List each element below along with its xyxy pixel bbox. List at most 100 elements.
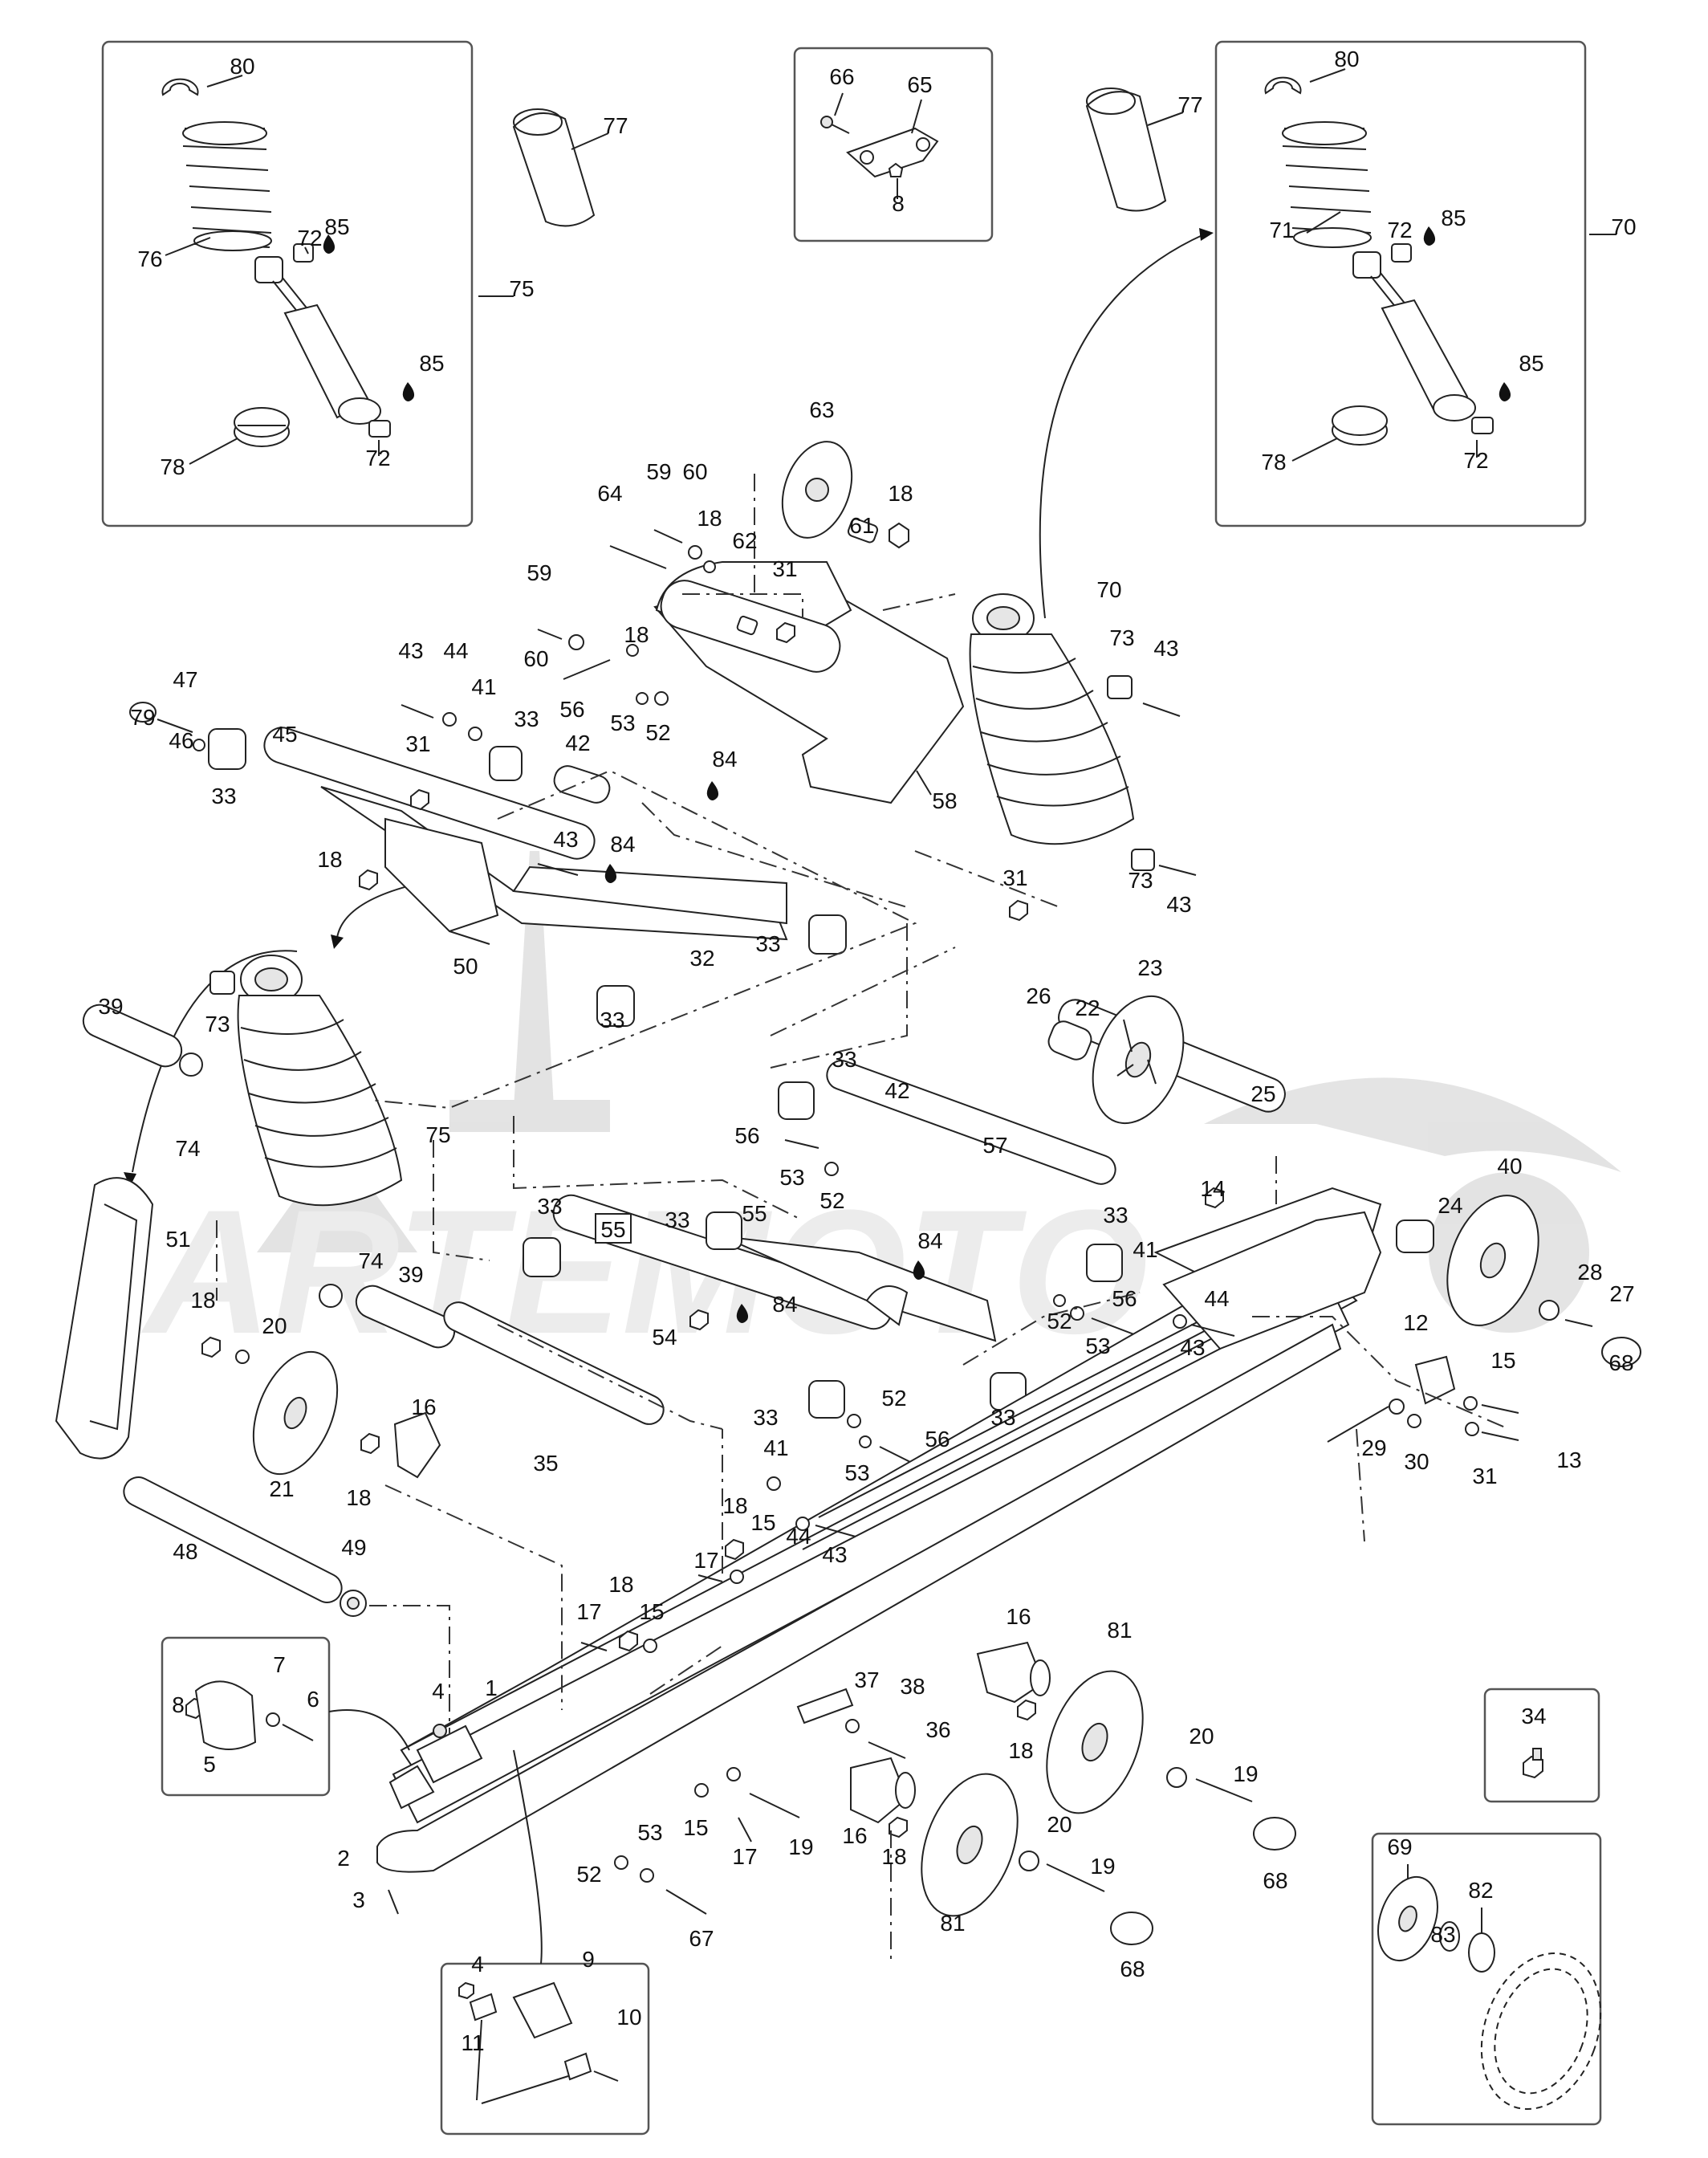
callout-65: 65 [907, 72, 932, 97]
callout-33: 33 [755, 931, 780, 956]
callout-11: 11 [461, 2030, 484, 2055]
callout-16: 16 [411, 1395, 436, 1419]
callout-53: 53 [610, 711, 635, 735]
callout-18: 18 [697, 506, 722, 531]
rear-plate [1162, 1187, 1434, 1350]
callout-25: 25 [1250, 1081, 1275, 1106]
inset-shock-assembly-75 [101, 40, 514, 527]
callout-43: 43 [822, 1542, 847, 1567]
callout-50: 50 [453, 954, 478, 979]
callout-31: 31 [405, 731, 430, 756]
callout-60: 60 [682, 459, 707, 484]
callout-1: 1 [485, 1676, 498, 1700]
callout-63: 63 [809, 397, 834, 422]
shock-75 [209, 955, 403, 1207]
callout-84: 84 [610, 832, 635, 857]
callout-16: 16 [842, 1823, 867, 1848]
callout-18: 18 [888, 481, 913, 506]
callout-77: 77 [1177, 92, 1202, 117]
callout-18: 18 [1008, 1738, 1033, 1763]
callout-72: 72 [1387, 218, 1412, 242]
inset-slider-9 [440, 1749, 650, 2136]
callout-62: 62 [732, 528, 757, 553]
callout-57: 57 [982, 1133, 1007, 1158]
callout-49: 49 [341, 1535, 366, 1560]
callout-74: 74 [358, 1248, 383, 1273]
callout-85: 85 [419, 351, 444, 376]
callout-45: 45 [272, 722, 297, 747]
callout-72: 72 [1463, 448, 1488, 473]
callout-4: 4 [471, 1952, 484, 1977]
tube-48 [123, 1476, 367, 1617]
callout-41: 41 [763, 1435, 788, 1460]
callout-42: 42 [565, 731, 590, 755]
callout-30: 30 [1404, 1449, 1429, 1474]
callout-18: 18 [190, 1288, 215, 1313]
callout-44: 44 [786, 1524, 811, 1549]
rear-arm-54 [523, 1060, 1139, 1468]
callout-12: 12 [1403, 1310, 1428, 1335]
callout-71: 71 [1269, 218, 1294, 242]
callout-16: 16 [1006, 1604, 1031, 1629]
callout-19: 19 [1233, 1761, 1258, 1786]
callout-56: 56 [559, 697, 584, 722]
callout-15: 15 [683, 1815, 708, 1840]
callout-33: 33 [1103, 1203, 1128, 1228]
callout-18: 18 [608, 1572, 633, 1597]
callout-33: 33 [665, 1207, 689, 1232]
callout-18: 18 [624, 622, 649, 647]
callout-84: 84 [712, 747, 737, 772]
block-12 [1327, 1355, 1519, 1443]
front-arm-32 [129, 702, 847, 1027]
callout-2: 2 [337, 1846, 350, 1871]
callout-8: 8 [172, 1692, 185, 1717]
callout-24: 24 [1438, 1193, 1462, 1218]
boxed-callout-55: 55 [595, 1213, 632, 1244]
callout-76: 76 [137, 246, 162, 271]
plate-hardware [537, 529, 795, 706]
callout-56: 56 [734, 1123, 759, 1148]
callout-80: 80 [230, 54, 254, 79]
inset-bumper-5 [161, 1636, 410, 1797]
callout-53: 53 [779, 1165, 804, 1190]
callout-80: 80 [1334, 47, 1359, 71]
slide-rail-1 [376, 1187, 1382, 1873]
callout-31: 31 [1472, 1464, 1497, 1488]
rear-axle-25 [1047, 995, 1286, 1125]
inset-fitting-34 [1483, 1688, 1600, 1803]
rail-hardware [580, 1476, 856, 1653]
callout-77: 77 [603, 113, 628, 138]
wheel-40 [1446, 1195, 1641, 1367]
callout-79: 79 [130, 705, 155, 730]
callout-59: 59 [646, 459, 671, 484]
callout-51: 51 [165, 1227, 190, 1252]
callout-41: 41 [1133, 1237, 1157, 1262]
callout-6: 6 [307, 1687, 319, 1712]
callout-18: 18 [881, 1844, 906, 1869]
callout-83: 83 [1430, 1922, 1455, 1947]
callout-42: 42 [885, 1078, 909, 1103]
callout-22: 22 [1075, 996, 1100, 1020]
callout-60: 60 [523, 646, 548, 671]
callout-15: 15 [1490, 1348, 1515, 1373]
callout-68: 68 [1608, 1350, 1633, 1375]
callout-43: 43 [1166, 892, 1191, 917]
callout-73: 73 [1109, 625, 1134, 650]
callout-85: 85 [1519, 351, 1543, 376]
watermark-logo: ARTEMOTO [140, 851, 1621, 1370]
callout-53: 53 [844, 1460, 869, 1485]
callout-8: 8 [892, 191, 905, 216]
callout-43: 43 [553, 827, 578, 852]
callout-27: 27 [1609, 1281, 1634, 1306]
callout-84: 84 [917, 1228, 942, 1253]
callout-32: 32 [689, 946, 714, 971]
callout-56: 56 [925, 1427, 950, 1452]
callout-37: 37 [854, 1667, 879, 1692]
callout-15: 15 [750, 1510, 775, 1535]
callout-72: 72 [297, 226, 322, 250]
wheel-63 [781, 441, 909, 549]
callout-31: 31 [1002, 865, 1027, 890]
callout-53: 53 [637, 1820, 662, 1845]
callout-43: 43 [1153, 636, 1178, 661]
callout-58: 58 [932, 788, 957, 813]
